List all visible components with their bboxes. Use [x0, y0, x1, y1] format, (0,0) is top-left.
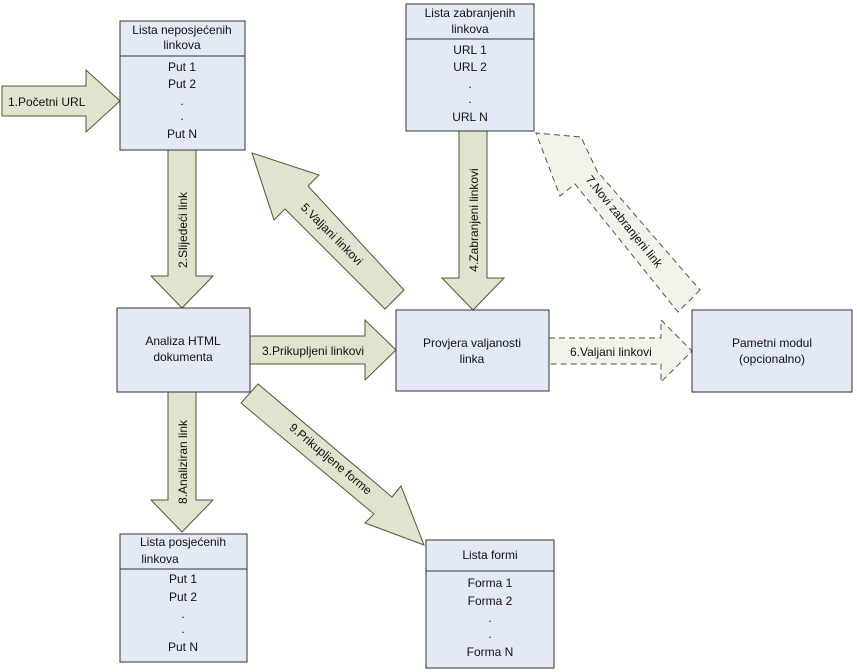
- forms-list-item: .: [488, 627, 491, 641]
- arrow-3-label: 3.Prikupljeni linkovi: [262, 344, 364, 358]
- forms-list-item: Forma N: [467, 645, 514, 659]
- html-analysis-frame: [116, 307, 251, 393]
- smart-module-label-line-2: (opcionalno): [739, 352, 805, 366]
- unvisited-list-item: Put 2: [168, 77, 196, 91]
- forbidden-links-list: Lista zabranjenih linkova URL 1 URL 2 . …: [405, 3, 535, 132]
- arrow-6-shape: [548, 318, 693, 384]
- arrow-8-label: 8.Analiziran link: [176, 419, 190, 504]
- arrow-5-valid-links: 5.Valjani linkovi: [251, 152, 405, 310]
- visited-list-header-line-1: Lista posjećenih: [140, 535, 226, 549]
- unvisited-list-header-line-2: linkova: [163, 38, 201, 52]
- visited-list-item: Put 1: [169, 572, 197, 586]
- unvisited-list-frame: [119, 20, 246, 151]
- unvisited-list-item: .: [180, 94, 183, 108]
- arrow-7-shape: [535, 132, 701, 313]
- arrow-6-label: 6.Valjani linkovi: [570, 345, 652, 359]
- forbidden-list-item: URL 2: [453, 60, 487, 74]
- forms-list-frame: [425, 539, 555, 669]
- arrow-1-shape: [1, 68, 121, 134]
- arrow-6-valid-links-optional: 6.Valjani linkovi: [548, 318, 693, 384]
- arrow-5-label: 5.Valjani linkovi: [298, 200, 366, 268]
- arrow-1-initial-url: 1.Početni URL: [1, 68, 121, 134]
- html-analysis-label-line-1: Analiza HTML: [145, 334, 221, 348]
- arrow-5-shape: [251, 152, 405, 310]
- forbidden-list-item: .: [468, 77, 471, 91]
- visited-list-item: .: [181, 607, 184, 621]
- html-analysis-box: Analiza HTML dokumenta: [116, 307, 251, 393]
- arrow-8-shape: [149, 391, 215, 533]
- forbidden-list-header-line-1: Lista zabranjenih: [425, 6, 516, 20]
- arrow-4-forbidden-links: 4.Zabranjeni linkovi: [440, 129, 506, 311]
- forms-list-item: .: [488, 611, 491, 625]
- link-validation-box: Provjera valjanosti linka: [395, 309, 550, 392]
- smart-module-label-line-1: Pametni modul: [732, 336, 812, 350]
- visited-list-item: Put 2: [169, 590, 197, 604]
- smart-module-frame: [691, 309, 853, 393]
- unvisited-links-list: Lista neposjećenih linkova Put 1 Put 2 .…: [119, 20, 246, 151]
- forms-list-header: Lista formi: [462, 548, 517, 562]
- arrow-2-shape: [149, 149, 215, 309]
- unvisited-list-item: .: [180, 109, 183, 123]
- forbidden-list-frame: [405, 3, 535, 132]
- arrow-4-shape: [440, 129, 506, 311]
- arrow-7-new-forbidden-link: 7.Novi zabranjeni link: [535, 132, 701, 313]
- arrow-7-label: 7.Novi zabranjeni link: [583, 173, 666, 271]
- forbidden-list-header-line-2: linkova: [451, 22, 489, 36]
- html-analysis-label-line-2: dokumenta: [153, 350, 213, 364]
- visited-list-header-line-2: linkova: [141, 552, 179, 566]
- arrow-3-shape: [249, 318, 397, 382]
- link-validation-frame: [395, 309, 550, 392]
- link-validation-label-line-1: Provjera valjanosti: [423, 336, 521, 350]
- arrow-1-label: 1.Početni URL: [8, 95, 86, 109]
- visited-links-list: Lista posjećenih linkova Put 1 Put 2 . .…: [119, 533, 248, 663]
- visited-list-item: Put N: [168, 640, 198, 654]
- visited-list-item: .: [181, 622, 184, 636]
- unvisited-list-item: Put 1: [168, 60, 196, 74]
- forms-list-item: Forma 1: [468, 576, 513, 590]
- arrow-8-analyzed-link: 8.Analiziran link: [149, 391, 215, 533]
- arrow-2-label: 2.Slijedeći link: [176, 191, 190, 268]
- forbidden-list-item: .: [468, 92, 471, 106]
- forbidden-list-item: URL N: [452, 110, 488, 124]
- arrow-3-collected-links: 3.Prikupljeni linkovi: [249, 318, 397, 382]
- unvisited-list-header-line-1: Lista neposjećenih: [132, 23, 231, 37]
- smart-module-box: Pametni modul (opcionalno): [691, 309, 853, 393]
- forms-list: Lista formi Forma 1 Forma 2 . . Forma N: [425, 539, 555, 669]
- unvisited-list-item: Put N: [167, 127, 197, 141]
- forms-list-item: Forma 2: [468, 594, 513, 608]
- arrow-9-label: 9.Prikupljene forme: [286, 420, 374, 497]
- visited-list-frame: [119, 533, 248, 663]
- forbidden-list-item: URL 1: [453, 43, 487, 57]
- link-validation-label-line-2: linka: [460, 352, 485, 366]
- arrow-9-shape: [240, 383, 425, 546]
- arrow-2-next-link: 2.Slijedeći link: [149, 149, 215, 309]
- arrow-4-label: 4.Zabranjeni linkovi: [467, 168, 481, 271]
- arrow-9-collected-forms: 9.Prikupljene forme: [240, 383, 425, 546]
